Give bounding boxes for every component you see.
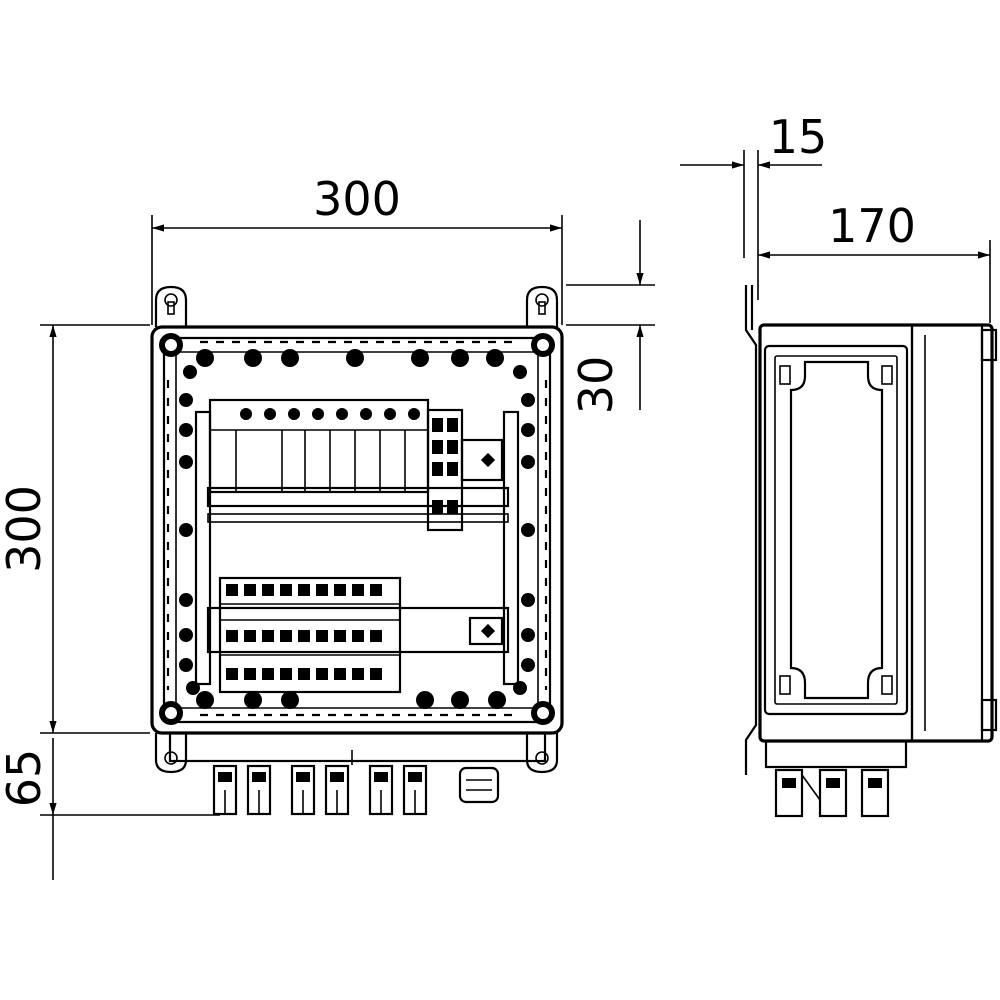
din-rail-lower-marker — [480, 623, 496, 639]
din-rail-lower — [206, 606, 510, 654]
connector-2 — [246, 764, 272, 816]
enclosure-inner-frame — [162, 336, 552, 724]
frame-dashes — [166, 340, 548, 717]
connector-3 — [290, 764, 316, 816]
side-clip-tr — [881, 365, 893, 385]
din-rail-lower-end — [468, 616, 504, 646]
side-clip-tl — [779, 365, 791, 385]
depth-label: 170 — [828, 199, 916, 253]
side-clip-br — [881, 675, 893, 695]
side-window-gasket — [789, 360, 884, 700]
bracket-label: 15 — [769, 110, 828, 164]
connector-4 — [324, 764, 350, 816]
corner-screw-bottom-left — [159, 701, 183, 725]
frame-knockouts — [179, 349, 535, 709]
din-rail-upper-lip — [207, 513, 509, 523]
connector-1 — [212, 764, 238, 816]
side-gland-plate — [764, 739, 908, 769]
side-clip-bl — [779, 675, 791, 695]
corner-screw-top-right — [531, 333, 555, 357]
mounting-lug-top-right — [525, 285, 559, 327]
terminal-block-upper — [426, 408, 504, 532]
side-hinge-top — [980, 328, 998, 362]
side-support-left — [194, 410, 212, 686]
cable-gland — [458, 766, 500, 804]
din-rail-upper — [206, 486, 510, 508]
connector-5 — [368, 764, 394, 816]
gland-plate — [168, 731, 547, 763]
side-window — [763, 344, 909, 716]
height-label: 300 — [0, 485, 51, 573]
corner-screw-top-left — [159, 333, 183, 357]
mounting-lug-top-left — [154, 285, 188, 327]
front-dimensions: 300 300 65 30 — [0, 172, 655, 880]
side-mounting-bracket — [744, 285, 758, 775]
front-view — [150, 285, 564, 816]
side-dimensions: 15 170 — [680, 110, 991, 323]
side-view — [744, 285, 998, 818]
side-lid — [910, 323, 984, 743]
surge-protection-module — [208, 398, 430, 494]
side-body — [758, 323, 994, 743]
gland-label: 65 — [0, 749, 51, 808]
width-label: 300 — [313, 172, 401, 226]
side-connectors — [774, 768, 890, 818]
side-hinge-bottom — [980, 698, 998, 732]
cable-connectors — [212, 764, 500, 816]
connector-6 — [402, 764, 428, 816]
side-support-right — [502, 410, 520, 686]
mounting-lug-bottom-right — [525, 733, 559, 774]
side-window-inner — [774, 355, 898, 705]
terminal-strip-lower — [218, 576, 402, 694]
corner-screw-bottom-right — [531, 701, 555, 725]
offset-label: 30 — [569, 356, 623, 415]
